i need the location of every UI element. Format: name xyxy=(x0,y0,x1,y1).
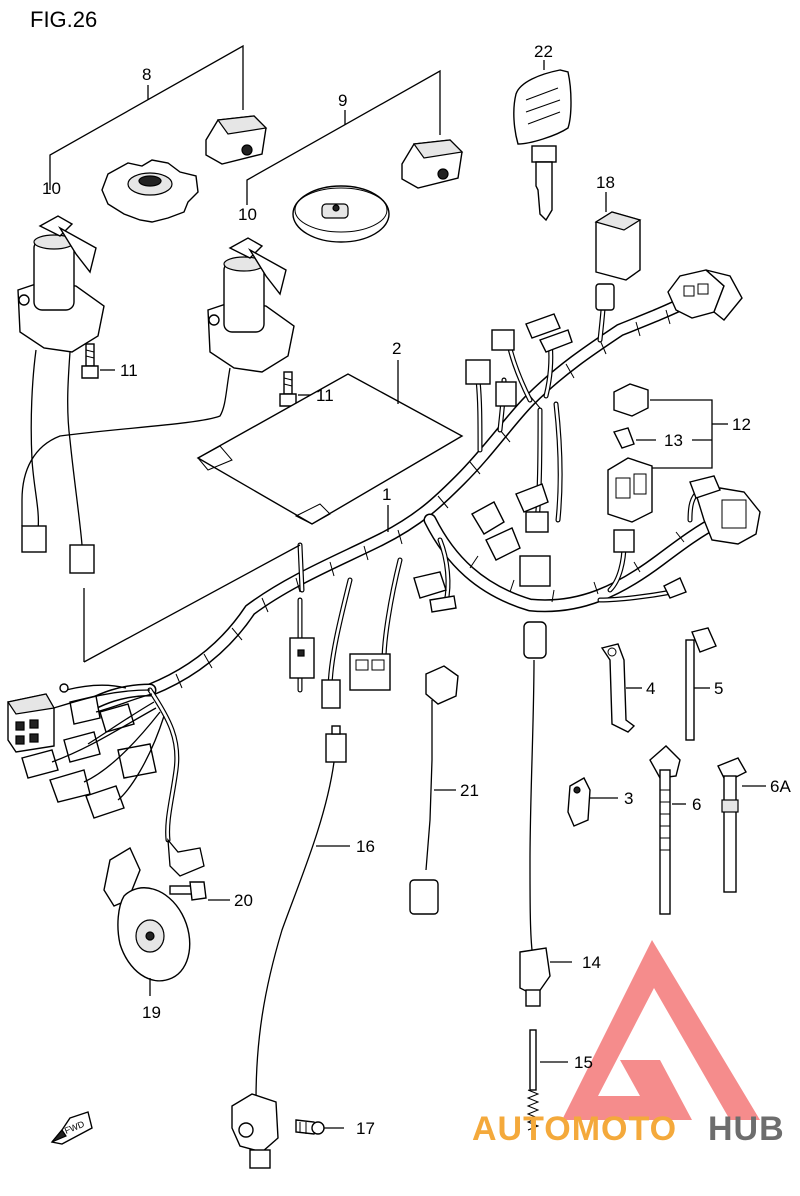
callout-14: 14 xyxy=(582,953,601,972)
callout-11b: 11 xyxy=(316,386,334,405)
fuel-cap-lock xyxy=(101,159,199,223)
figure-title: FIG.26 xyxy=(30,7,97,32)
callout-labels: 8 9 10 10 11 11 2 1 22 18 12 13 4 5 3 6 … xyxy=(42,42,791,1138)
side-stand-switch xyxy=(231,1093,279,1169)
clamp-3 xyxy=(567,777,618,827)
bolt-11a xyxy=(81,343,115,379)
lead-wire-16 xyxy=(255,725,350,1101)
callout-21: 21 xyxy=(460,781,479,800)
callout-11a: 11 xyxy=(120,361,138,380)
watermark-logo: AUTOMOTO HUB xyxy=(472,940,785,1148)
seat-lock-disc xyxy=(292,185,390,243)
horn-19 xyxy=(103,838,205,996)
callout-3: 3 xyxy=(624,789,633,808)
callout-16: 16 xyxy=(356,837,375,856)
lock-cylinder-9 xyxy=(401,139,464,189)
callout-2: 2 xyxy=(392,339,401,358)
ignition-switch-a xyxy=(17,215,105,574)
callout-8: 8 xyxy=(142,65,151,84)
callout-17: 17 xyxy=(356,1119,375,1138)
callout-15: 15 xyxy=(574,1053,593,1072)
cable-tie-6 xyxy=(649,745,686,915)
lock-cylinder-8 xyxy=(205,115,268,165)
clamp-4 xyxy=(600,643,642,733)
sensor-14 xyxy=(519,621,572,1007)
forward-direction-arrow: FWD xyxy=(50,1111,93,1145)
fuse-box-12 xyxy=(607,383,728,523)
cable-band-5 xyxy=(685,627,717,741)
watermark-text-secondary: HUB xyxy=(708,1110,785,1148)
bracket-group-8 xyxy=(49,44,244,190)
watermark-text-primary: AUTOMOTO xyxy=(472,1110,677,1148)
callout-13: 13 xyxy=(664,431,683,450)
callout-10b: 10 xyxy=(238,205,257,224)
cover-sheet-2 xyxy=(196,360,464,525)
ignition-switch-b xyxy=(21,237,295,526)
ignition-key-22 xyxy=(513,60,572,222)
callout-4: 4 xyxy=(646,679,655,698)
callout-22: 22 xyxy=(534,42,553,61)
callout-1: 1 xyxy=(382,485,391,504)
spring-pin-15 xyxy=(526,1029,568,1131)
sensor-21 xyxy=(409,665,459,915)
callout-6: 6 xyxy=(692,795,701,814)
bolt-20 xyxy=(169,881,230,901)
harness-branches xyxy=(147,287,701,843)
callout-9: 9 xyxy=(338,91,347,110)
callout-5: 5 xyxy=(714,679,723,698)
callout-6a: 6A xyxy=(770,777,791,796)
left-connector-cluster xyxy=(7,683,165,819)
callout-12: 12 xyxy=(732,415,751,434)
callout-10a: 10 xyxy=(42,179,61,198)
callout-20: 20 xyxy=(234,891,253,910)
group-leader-lines xyxy=(83,544,301,663)
callout-19: 19 xyxy=(142,1003,161,1022)
relay-18 xyxy=(594,192,642,281)
bracket-group-9 xyxy=(246,69,441,205)
harness-connectors xyxy=(289,269,761,709)
cable-tie-6a xyxy=(717,757,766,893)
callout-18: 18 xyxy=(596,173,615,192)
screw-17 xyxy=(295,1119,344,1135)
